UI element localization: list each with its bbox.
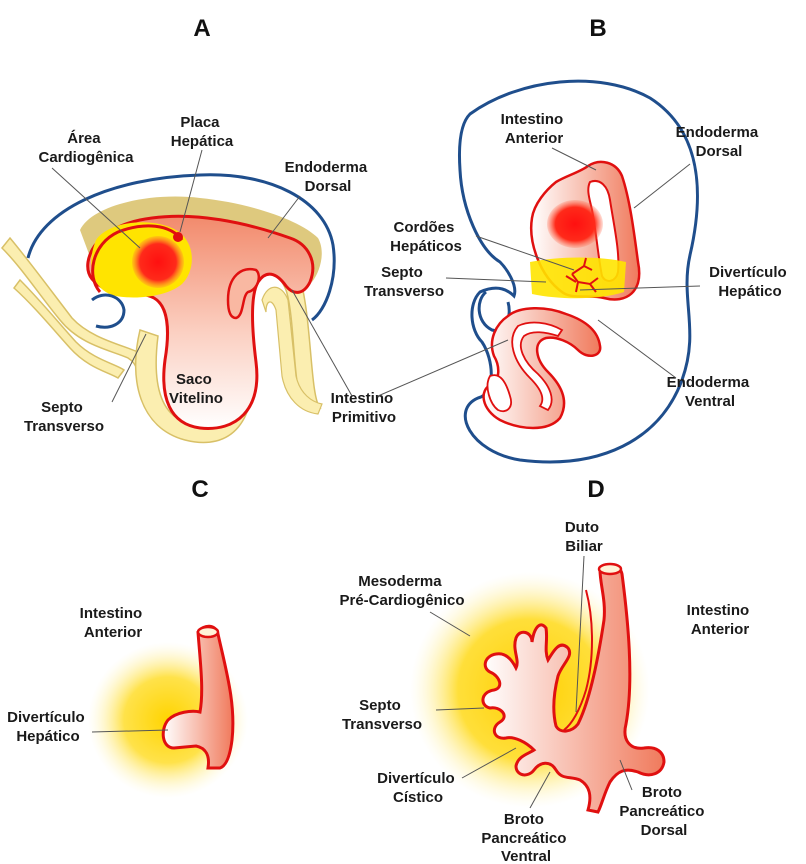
panel-d-letter: D bbox=[587, 476, 604, 503]
label-septo-transverso-d: Septo Transverso bbox=[342, 697, 422, 733]
septum-transversum-b bbox=[530, 258, 626, 299]
label-diverticulo-cistico: Divertículo Cístico bbox=[377, 770, 459, 806]
cardiogenic-area-a bbox=[132, 236, 184, 288]
label-duto-biliar: Duto Biliar bbox=[565, 519, 603, 555]
label-endoderma-ventral-b: Endoderma Ventral bbox=[667, 374, 754, 410]
panel-b: B Intestino Anterior bbox=[364, 15, 791, 462]
label-intestino-anterior-c: Intestino Anterior bbox=[80, 605, 147, 641]
panel-a-letter: A bbox=[193, 15, 210, 42]
label-endoderma-dorsal-a: Endoderma Dorsal bbox=[285, 159, 372, 195]
hepatic-plate-dot bbox=[173, 232, 183, 242]
label-intestino-anterior-d: Intestino Anterior bbox=[687, 602, 754, 638]
label-diverticulo-hepatico-b: Divertículo Hepático bbox=[709, 264, 791, 300]
label-mesoderma-pre-cardiogenico: Mesoderma Pré-Cardiogênico bbox=[339, 573, 464, 609]
foregut-opening-c bbox=[198, 627, 218, 637]
panel-a: A Área Cardiogênica Placa Hepátic bbox=[2, 15, 397, 442]
ectoderm-tongue-a bbox=[92, 295, 124, 327]
cardiac-area-b bbox=[547, 200, 603, 248]
label-intestino-primitivo: Intestino Primitivo bbox=[331, 390, 398, 426]
panel-c-letter: C bbox=[191, 476, 208, 503]
label-septo-transverso-a: Septo Transverso bbox=[24, 399, 104, 435]
label-broto-pancreatico-dorsal: Broto Pancreático Dorsal bbox=[619, 784, 708, 839]
label-cordoes-hepaticos: Cordões Hepáticos bbox=[390, 219, 462, 255]
label-area-cardiogenica: Área Cardiogênica bbox=[38, 130, 134, 166]
label-diverticulo-hepatico-c: Divertículo Hepático bbox=[7, 709, 89, 745]
panel-b-letter: B bbox=[589, 15, 606, 42]
label-placa-hepatica: Placa Hepática bbox=[171, 114, 234, 150]
panel-d: D Duto Biliar Mesoderma Pré-Cardiogênico… bbox=[339, 476, 753, 864]
label-septo-transverso-b: Septo Transverso bbox=[364, 264, 444, 300]
panel-c: C Intestino Anterior Divertículo Hepátic… bbox=[7, 476, 248, 798]
foregut-opening-d bbox=[599, 564, 621, 574]
label-broto-pancreatico-ventral: Broto Pancreático Ventral bbox=[481, 811, 570, 864]
